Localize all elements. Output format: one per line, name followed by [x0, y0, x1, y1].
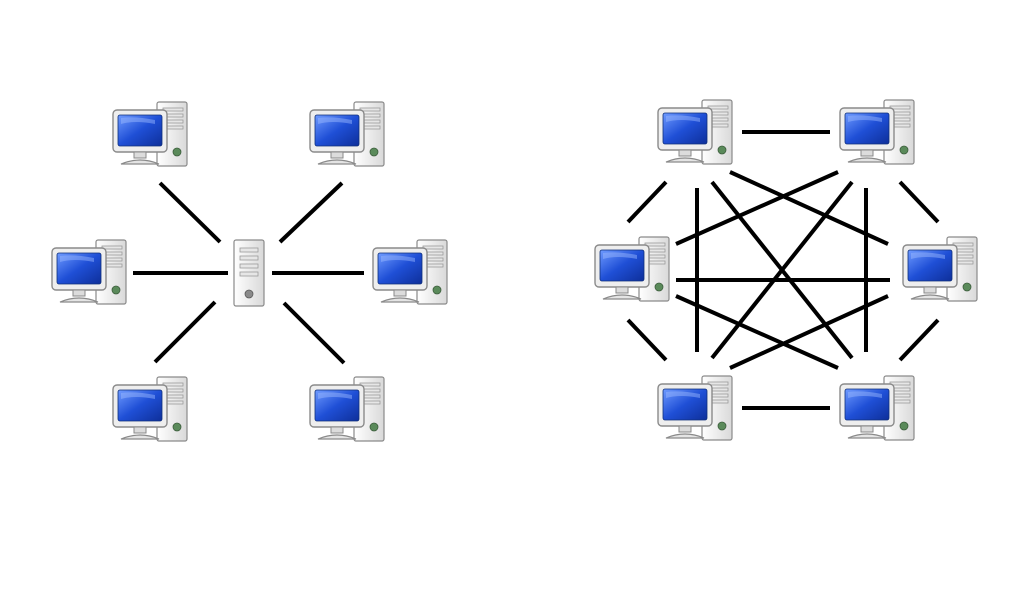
server-tower-icon — [233, 239, 265, 307]
mesh-link-line — [729, 170, 889, 246]
star-topology-nodes — [51, 101, 448, 442]
mesh-link-line — [626, 318, 668, 362]
computer-icon — [657, 99, 733, 165]
star-link-line — [153, 300, 217, 364]
computer-icon — [112, 376, 188, 442]
computer-icon — [51, 239, 127, 305]
star-topology-links — [133, 181, 364, 365]
mesh-link-line — [675, 294, 839, 370]
computer-icon — [309, 376, 385, 442]
computer-icon — [839, 99, 915, 165]
computer-icon — [112, 101, 188, 167]
mesh-topology-links — [626, 130, 940, 410]
star-link-line — [158, 181, 222, 244]
computer-icon — [839, 375, 915, 441]
computer-icon — [372, 239, 448, 305]
star-link-line — [282, 301, 346, 365]
mesh-link-line — [898, 318, 940, 362]
mesh-topology-nodes — [594, 99, 978, 441]
mesh-link-line — [675, 170, 839, 246]
mesh-link-line — [626, 180, 668, 224]
computer-icon — [309, 101, 385, 167]
star-link-line — [278, 181, 344, 244]
computer-icon — [594, 236, 670, 302]
computer-icon — [902, 236, 978, 302]
computer-icon — [657, 375, 733, 441]
mesh-link-line — [710, 180, 854, 360]
mesh-link-line — [898, 180, 940, 224]
mesh-link-line — [729, 294, 889, 370]
